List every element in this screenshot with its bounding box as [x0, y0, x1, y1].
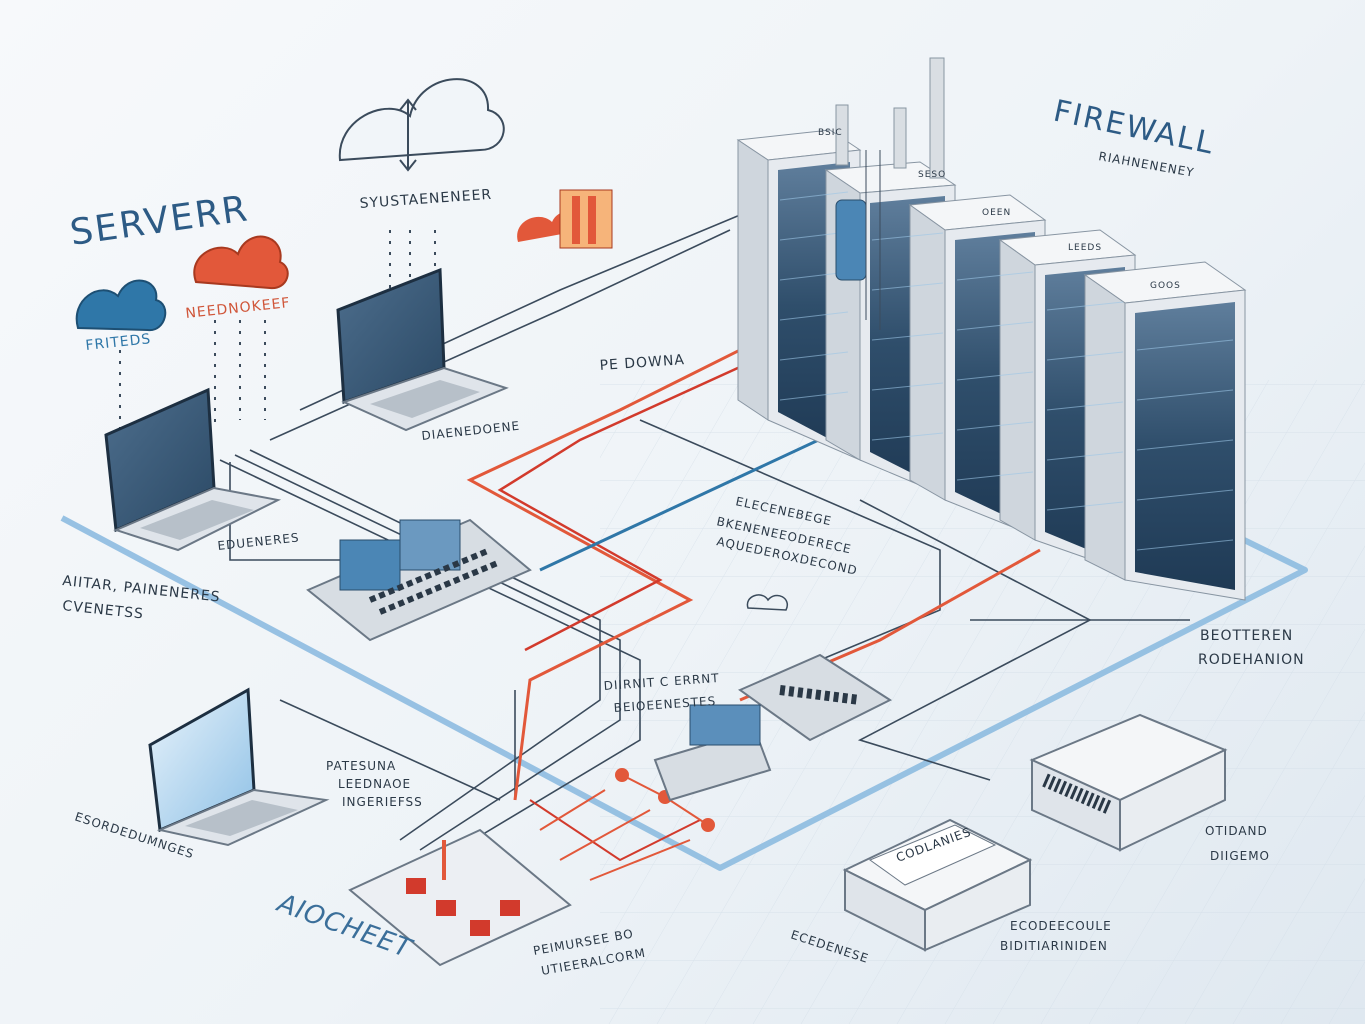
label-laptop-bottom-1: PATESUNA: [326, 759, 396, 773]
router-board-left: [306, 518, 532, 642]
cloud-small-icon: [517, 189, 613, 249]
device-stack-center: [653, 704, 772, 802]
title-firewall: FIREWALL: [1050, 94, 1218, 162]
cloud-orange-icon: [193, 235, 289, 290]
rack-antennas: [835, 57, 945, 179]
rack-label-5: GOOS: [1150, 281, 1181, 291]
control-board-bottom: [348, 828, 572, 967]
label-device-right-1: OTIDAND: [1205, 824, 1268, 838]
label-cloud-orange: NEEDNOKEEF: [185, 295, 291, 322]
appliance-bottom: [842, 818, 1033, 952]
server-rack-5: [1083, 261, 1247, 601]
rack-label-4: LEEDS: [1068, 243, 1102, 253]
cloud-tiny-icon: [746, 594, 789, 611]
label-left-block-2: CVENETSS: [62, 598, 145, 622]
hanging-equipment: [835, 150, 881, 330]
label-server-mid: PE DOWNA: [599, 352, 685, 374]
cloud-outline-icon: [338, 78, 505, 172]
signal-nodes: [539, 768, 715, 881]
label-laptop-bottom-3: INGERIEFSS: [342, 795, 423, 809]
label-bottom-right-2: BIDITIARINIDEN: [1000, 939, 1108, 953]
label-device-right-2: DIIGEMO: [1210, 849, 1270, 863]
rack-label-3: OEEN: [982, 208, 1011, 218]
rack-label-1: BSIC: [818, 128, 843, 138]
rack-slots: [779, 191, 1234, 551]
label-laptop-bottom-2: LEEDNAOE: [338, 777, 411, 791]
router-board-center: [737, 653, 893, 742]
rack-label-2: SESO: [918, 170, 946, 180]
label-bottom-right-1: ECODEECOULE: [1010, 919, 1112, 933]
laptop-left: [104, 387, 282, 552]
label-right-block-2: RODEHANION: [1198, 652, 1305, 668]
label-cloud-top: SYUSTAENENEER: [359, 187, 492, 212]
laptop-top: [336, 267, 509, 432]
title-server: SERVERR: [68, 188, 252, 254]
cloud-blue-icon: [75, 279, 167, 332]
appliance-right: [1029, 713, 1228, 852]
server-rack-array: [736, 57, 1247, 601]
label-cloud-blue: FRITEDS: [85, 331, 152, 354]
label-right-block-1: BEOTTEREN: [1200, 628, 1293, 644]
label-laptop-top: DIAENEDOENE: [421, 419, 521, 443]
laptop-bottom: [148, 687, 330, 847]
